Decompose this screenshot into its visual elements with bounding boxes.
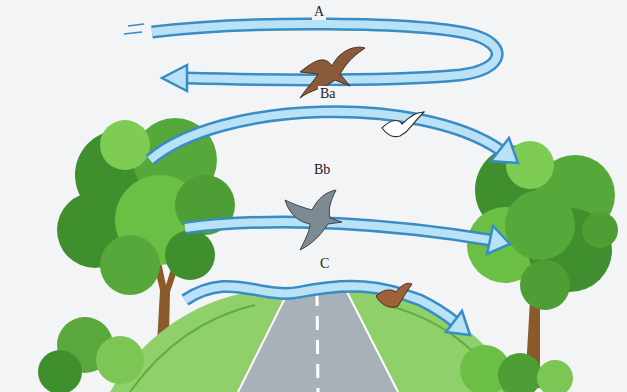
path-label: Ba — [318, 86, 338, 102]
bushes — [38, 317, 573, 392]
bird-bb — [285, 190, 342, 250]
path-label: A — [312, 4, 326, 20]
path-label: Bb — [312, 162, 332, 178]
path-label: C — [318, 256, 331, 272]
flight-paths — [124, 24, 518, 335]
small-bird-c — [376, 283, 412, 307]
small-bird-ba — [382, 112, 424, 137]
